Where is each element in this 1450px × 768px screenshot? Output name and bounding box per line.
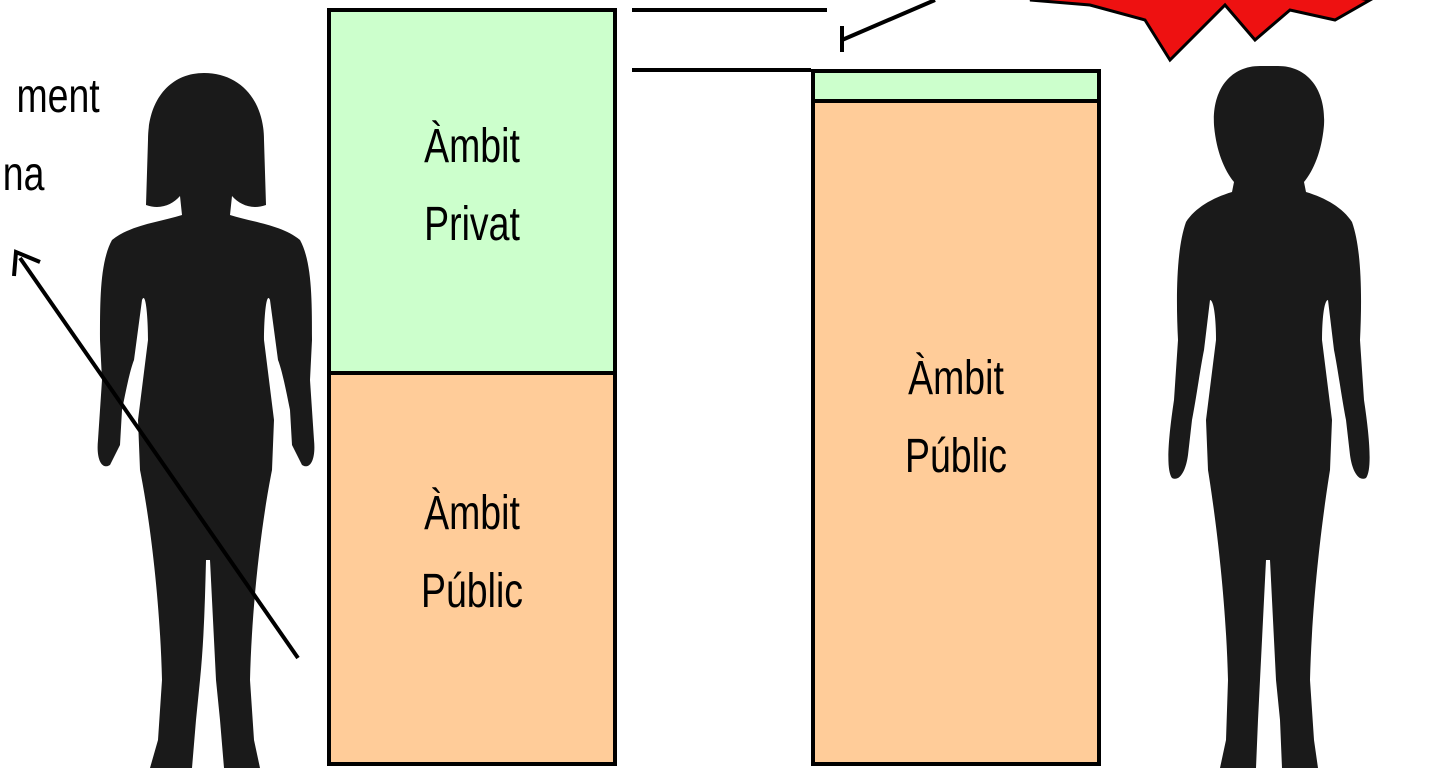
bracket-pointer-line: [841, 0, 936, 42]
explosion-burst-icon: [1029, 0, 1374, 63]
right-bar-public-segment: [811, 99, 1101, 766]
woman-silhouette-icon: [97, 73, 315, 768]
arrowhead-icon: [12, 249, 41, 277]
left-text-line-2: na: [2, 148, 44, 201]
left-bar-private-label-line-1: Àmbit: [424, 120, 520, 173]
right-bar-public-label-line-1: Àmbit: [908, 352, 1004, 405]
right-bar-public-label-line-2: Públic: [905, 430, 1007, 483]
left-bar-public-label-line-1: Àmbit: [424, 487, 520, 540]
left-bar-public-segment: [327, 371, 617, 766]
right-bar-private-segment: [811, 69, 1101, 103]
woman-silhouette-icon: [1168, 66, 1370, 768]
left-bar-private-segment: [327, 8, 617, 375]
left-bar-private-label-line-2: Privat: [424, 198, 520, 251]
diagonal-arrow-line: [18, 256, 300, 660]
left-bar-public-label-line-2: Públic: [421, 565, 523, 618]
left-text-line-1: ment: [16, 70, 100, 123]
